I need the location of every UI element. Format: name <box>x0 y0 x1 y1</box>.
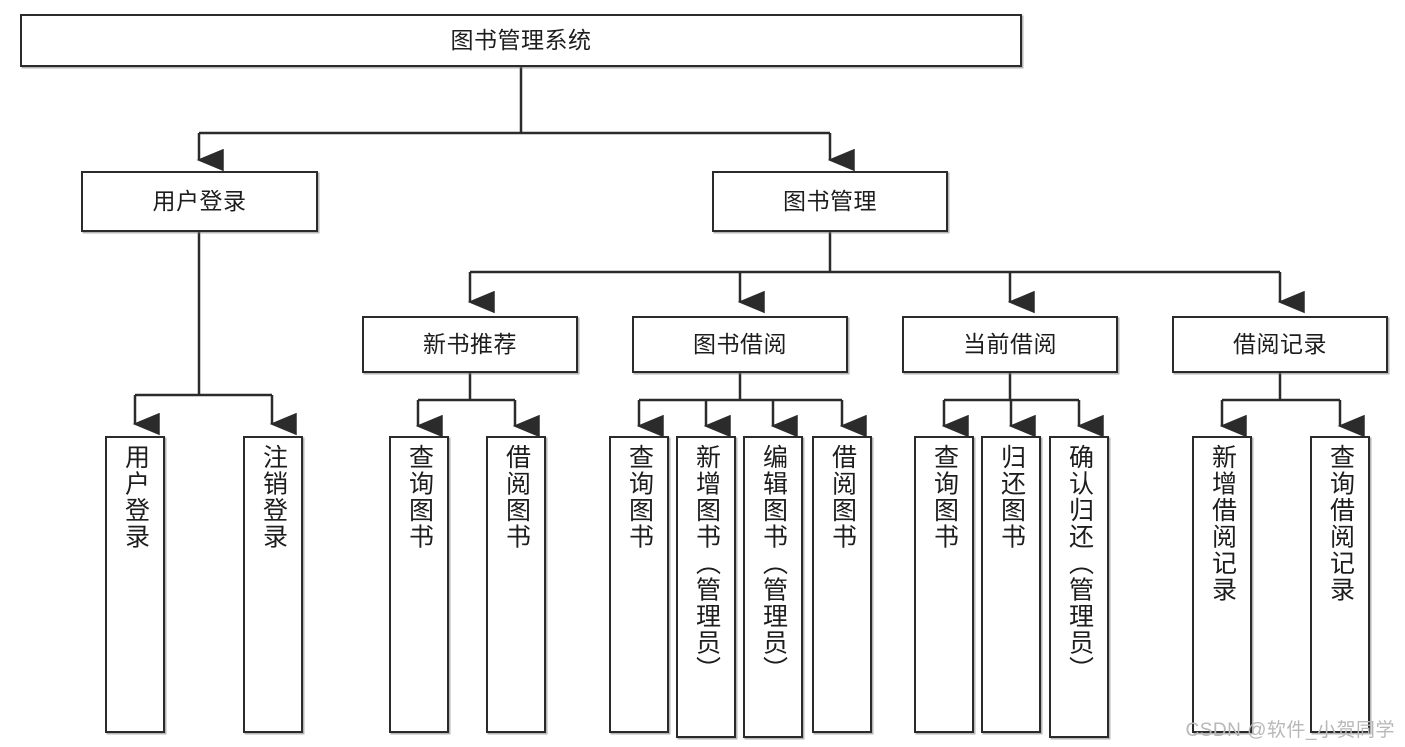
node-leaf-add-book-label: 新增图书（管理员） <box>692 444 721 683</box>
node-leaf-add-record[interactable]: 新增借阅记录 <box>1192 436 1252 733</box>
watermark: CSDN @软件_小贺同学 <box>1185 720 1395 741</box>
node-leaf-query-book-1-label: 查询图书 <box>405 444 434 550</box>
node-new-book-recommend[interactable]: 新书推荐 <box>362 316 578 373</box>
node-root-label: 图书管理系统 <box>450 26 592 53</box>
node-leaf-query-book-3[interactable]: 查询图书 <box>914 436 974 733</box>
node-leaf-query-book-1[interactable]: 查询图书 <box>389 436 449 733</box>
node-book-management[interactable]: 图书管理 <box>712 171 948 232</box>
node-book-borrow-label: 图书借阅 <box>693 330 787 357</box>
node-leaf-borrow-book-2-label: 借阅图书 <box>828 444 857 550</box>
node-leaf-query-book-2-label: 查询图书 <box>625 444 654 550</box>
node-leaf-user-login-label: 用户登录 <box>121 444 150 550</box>
node-leaf-borrow-book-1[interactable]: 借阅图书 <box>486 436 546 733</box>
node-leaf-user-login[interactable]: 用户登录 <box>105 436 165 733</box>
node-leaf-logout-login-label: 注销登录 <box>259 444 288 550</box>
node-borrow-record-label: 借阅记录 <box>1233 330 1327 357</box>
node-new-book-recommend-label: 新书推荐 <box>423 330 517 357</box>
node-leaf-return-book[interactable]: 归还图书 <box>981 436 1041 733</box>
node-leaf-borrow-book-1-label: 借阅图书 <box>502 444 531 550</box>
node-leaf-add-book[interactable]: 新增图书（管理员） <box>676 436 736 738</box>
node-leaf-return-book-label: 归还图书 <box>997 444 1026 550</box>
node-current-borrow[interactable]: 当前借阅 <box>902 316 1118 373</box>
node-leaf-query-book-2[interactable]: 查询图书 <box>609 436 669 733</box>
node-current-borrow-label: 当前借阅 <box>963 330 1057 357</box>
node-borrow-record[interactable]: 借阅记录 <box>1172 316 1388 373</box>
node-leaf-query-record-label: 查询借阅记录 <box>1326 444 1355 603</box>
node-book-management-label: 图书管理 <box>783 187 877 214</box>
node-root[interactable]: 图书管理系统 <box>20 14 1022 67</box>
node-leaf-confirm-return[interactable]: 确认归还（管理员） <box>1049 436 1109 738</box>
node-leaf-add-record-label: 新增借阅记录 <box>1208 444 1237 603</box>
node-leaf-borrow-book-2[interactable]: 借阅图书 <box>812 436 872 733</box>
node-leaf-logout-login[interactable]: 注销登录 <box>243 436 303 733</box>
node-book-borrow[interactable]: 图书借阅 <box>632 316 848 373</box>
node-leaf-edit-book-label: 编辑图书（管理员） <box>759 444 788 683</box>
node-leaf-edit-book[interactable]: 编辑图书（管理员） <box>743 436 803 738</box>
node-leaf-query-record[interactable]: 查询借阅记录 <box>1310 436 1370 733</box>
node-user-login-label: 用户登录 <box>152 187 247 214</box>
node-user-login[interactable]: 用户登录 <box>81 171 318 232</box>
node-leaf-confirm-return-label: 确认归还（管理员） <box>1065 444 1094 683</box>
node-leaf-query-book-3-label: 查询图书 <box>930 444 959 550</box>
